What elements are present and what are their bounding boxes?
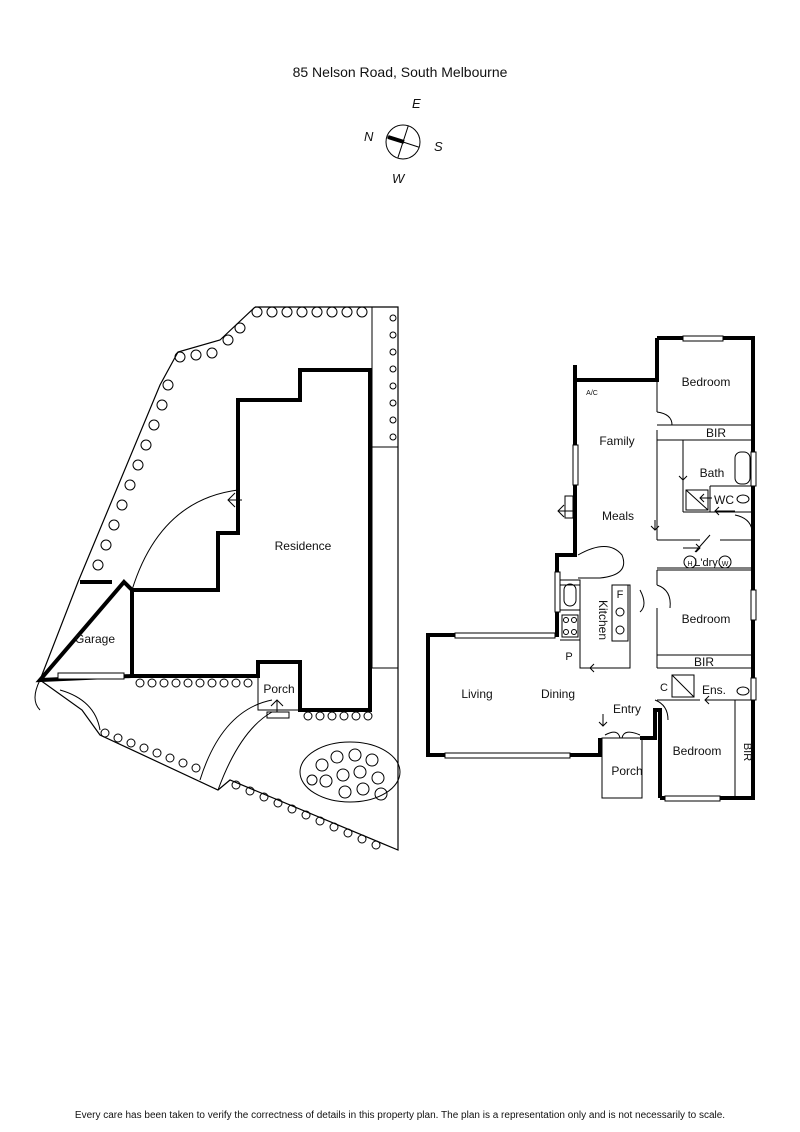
site-boundary-north	[39, 306, 256, 681]
room-dining: Dining	[541, 687, 575, 701]
room-bir-3: BIR	[741, 743, 753, 761]
garden-bed	[299, 741, 401, 803]
room-entry: Entry	[613, 702, 641, 716]
windows	[444, 335, 757, 802]
property-address: 85 Nelson Road, South Melbourne	[292, 64, 508, 80]
room-bir-1: BIR	[706, 426, 726, 440]
compass-needle-icon	[387, 135, 405, 144]
pantry-label: P	[565, 651, 572, 663]
site-entry-arrow-icon	[227, 492, 242, 508]
shrub-icons	[92, 306, 397, 850]
disclaimer: Every care has been taken to verify the …	[74, 1110, 726, 1121]
residence-label: Residence	[275, 539, 332, 553]
garage-door	[57, 672, 125, 680]
garage-outline	[35, 579, 134, 683]
compass-s: S	[434, 139, 443, 154]
room-bath: Bath	[700, 466, 725, 480]
cooktop-icon	[561, 614, 579, 638]
site-arc	[131, 489, 239, 591]
room-cupboard: C	[660, 682, 668, 694]
door-arrows	[557, 467, 735, 727]
compass: E N S W	[364, 96, 443, 186]
fridge-label: F	[617, 589, 624, 601]
compass-ring	[385, 124, 421, 160]
garage-label: Garage	[75, 632, 115, 646]
room-ac: A/C	[586, 390, 598, 397]
floor-plan: Bedroom BIR Bath WC Family Meals A/C L'd…	[426, 335, 757, 802]
room-laundry: L'dry	[694, 557, 718, 569]
laundry-w-icon	[718, 555, 732, 569]
residence-outline	[130, 368, 372, 712]
laundry-h: H	[687, 561, 692, 568]
room-bir-2: BIR	[694, 655, 714, 669]
room-family: Family	[599, 434, 634, 448]
ensuite-toilet-icon	[736, 686, 750, 696]
compass-w: W	[392, 171, 406, 186]
room-bedroom-2: Bedroom	[682, 612, 731, 626]
laundry-h-icon	[683, 555, 697, 569]
room-living: Living	[461, 687, 492, 701]
compass-n: N	[364, 129, 374, 144]
room-kitchen: Kitchen	[596, 600, 610, 640]
room-porch: Porch	[611, 764, 642, 778]
site-porch	[257, 661, 301, 711]
bathtub-icon	[734, 451, 751, 485]
site-porch-label: Porch	[263, 682, 294, 696]
site-plan: Residence Garage Porch	[34, 306, 401, 851]
room-meals: Meals	[602, 509, 634, 523]
site-boundary	[39, 306, 399, 851]
compass-e: E	[412, 96, 421, 111]
ensuite-shower-icon	[671, 674, 695, 698]
appliance-block	[611, 584, 629, 642]
room-ensuite: Ens.	[702, 683, 726, 697]
room-bedroom-1: Bedroom	[682, 375, 731, 389]
room-wc: WC	[714, 493, 734, 507]
room-bedroom-3: Bedroom	[673, 744, 722, 758]
toilet-icon	[736, 494, 750, 504]
porch-entry-arrow-icon	[270, 699, 284, 712]
shower-icon	[685, 489, 709, 511]
laundry-w: W	[722, 561, 729, 568]
